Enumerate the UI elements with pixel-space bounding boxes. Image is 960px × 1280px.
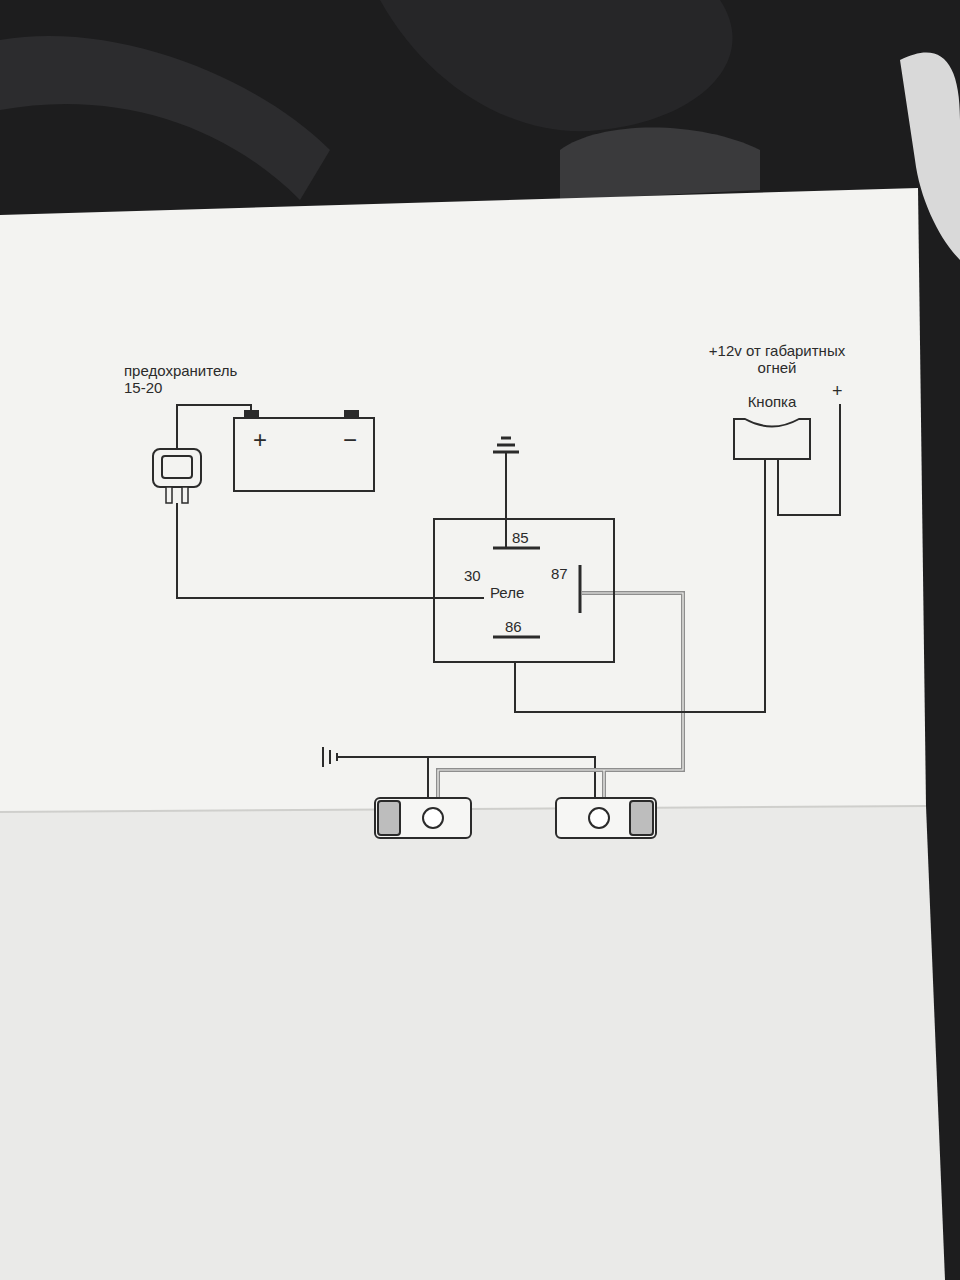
wire <box>438 593 683 808</box>
engine-part <box>380 0 733 131</box>
wire <box>515 460 765 712</box>
terminal-sign: − <box>343 427 357 453</box>
button-label: Кнопка <box>727 393 817 410</box>
battery: +− <box>233 417 375 492</box>
horn <box>378 801 400 835</box>
horn <box>556 798 656 838</box>
horn <box>375 798 471 838</box>
fuse-body <box>153 449 201 487</box>
wire <box>505 452 507 548</box>
button-body <box>734 419 810 459</box>
ground-symbol <box>493 451 519 454</box>
pin-number: 30 <box>464 567 481 584</box>
relay-box: 85 30Реле 87 86 <box>433 518 615 663</box>
fuse-leg <box>166 487 172 503</box>
fuse-label: предохранитель 15-20 <box>124 362 249 396</box>
terminal-sign: + <box>253 427 267 453</box>
paper-sheet <box>0 806 945 1280</box>
fuse-window <box>162 456 192 478</box>
button: Кнопка <box>733 418 811 460</box>
button-shape <box>733 418 811 460</box>
pin-number: 87 <box>551 565 568 582</box>
fuse-leg <box>182 487 188 503</box>
ground-symbol <box>329 750 331 764</box>
wire <box>177 503 433 598</box>
relay-contact <box>493 636 540 639</box>
engine-part <box>560 128 760 201</box>
ground-symbol <box>322 747 324 767</box>
relay-contact <box>493 547 540 550</box>
pin-number: 85 <box>512 529 529 546</box>
fuse-shape <box>152 448 202 503</box>
feed-note: +12v от габаритных огней <box>688 342 866 376</box>
relay-label: Реле <box>490 584 524 601</box>
paper-sheet <box>0 188 926 812</box>
horn-terminal <box>589 808 609 828</box>
relay-contact <box>433 597 484 599</box>
wire <box>438 593 683 808</box>
polarity-sign: + <box>832 381 843 401</box>
ground-symbol <box>501 437 511 440</box>
horn-terminal <box>423 808 443 828</box>
relay-contact <box>579 565 582 613</box>
ground-symbol <box>497 444 515 447</box>
wire <box>177 405 251 448</box>
fuse: предохранитель 15-20 <box>152 448 202 503</box>
pin-number: 86 <box>505 618 522 635</box>
hose <box>0 36 330 200</box>
horn <box>630 801 653 835</box>
